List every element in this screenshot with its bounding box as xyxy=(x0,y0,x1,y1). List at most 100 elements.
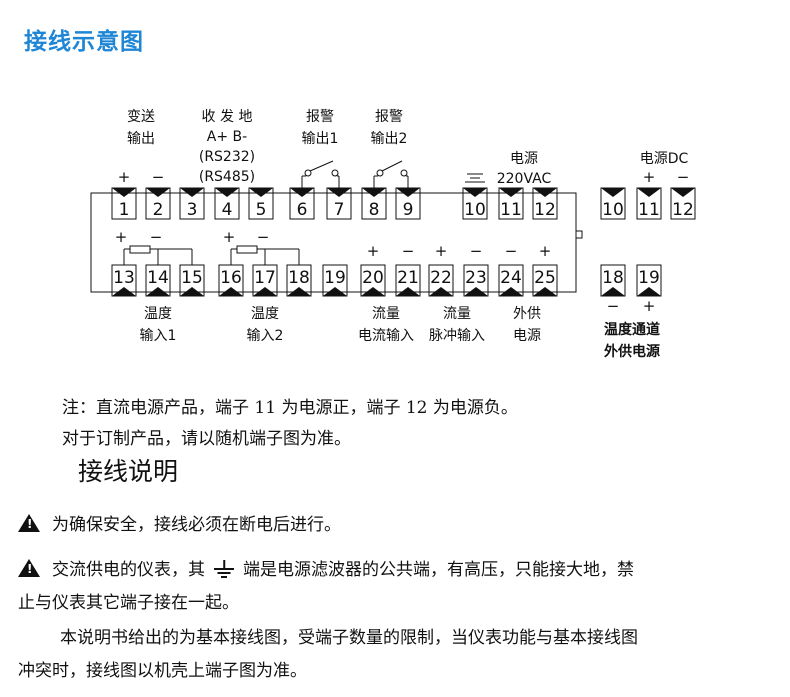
terminal-arrow xyxy=(499,188,523,197)
terminal-number: 18 xyxy=(602,268,624,288)
terminal-number: 24 xyxy=(500,268,522,288)
wiring-lines xyxy=(123,160,409,265)
label-line: 收 发 地 xyxy=(202,109,253,125)
terminal-number: 19 xyxy=(324,268,346,288)
terminal-arrow xyxy=(429,287,453,296)
terminal-2: 2 xyxy=(145,187,171,220)
terminal-number: 11 xyxy=(638,200,660,220)
resistor-icon xyxy=(129,245,151,254)
polarity-sign-r19: + xyxy=(643,297,656,315)
warning-1: 为确保安全，接线必须在断电后进行。 xyxy=(18,510,341,535)
terminal-13: 13 xyxy=(111,264,137,297)
terminal-arrow xyxy=(464,287,488,296)
terminal-number: 21 xyxy=(397,268,419,288)
terminal-21: 21 xyxy=(395,264,421,297)
polarity-sign-t20: + xyxy=(367,242,380,260)
ground-icon xyxy=(213,560,235,578)
label-comm: 收 发 地A+ B-(RS232)(RS485) xyxy=(199,109,255,185)
terminal-arrow xyxy=(180,188,204,197)
terminal-number: 16 xyxy=(220,268,242,288)
polarity-sign-t21: − xyxy=(402,242,415,260)
label-line: 外供 xyxy=(513,306,541,322)
terminal-box xyxy=(498,187,524,220)
terminal-16: 16 xyxy=(218,264,244,297)
label-line: 输入1 xyxy=(140,328,177,344)
rtd-wiring-2 xyxy=(230,245,300,265)
terminal-arrow xyxy=(253,287,277,296)
terminal-4: 4 xyxy=(214,187,240,220)
polarity-sign-t14: − xyxy=(150,228,163,246)
polarity-sign-t16: + xyxy=(223,228,236,246)
terminal-arrow xyxy=(396,188,420,197)
label-line: 输出1 xyxy=(302,131,339,147)
relay-alarm-1 xyxy=(301,160,340,188)
earth-icon xyxy=(465,173,485,183)
polarity-sign-t24: − xyxy=(505,242,518,260)
polarity-sign-t25: + xyxy=(539,242,552,260)
polarity-sign-t22: + xyxy=(435,242,448,260)
terminal-arrow xyxy=(146,287,170,296)
label-line: 脉冲输入 xyxy=(429,328,485,344)
label-power-dc: 电源DC xyxy=(640,151,689,167)
terminal-number: 3 xyxy=(187,200,198,220)
label-line: 输出 xyxy=(127,131,155,147)
terminal-number: 23 xyxy=(465,268,487,288)
terminal-dc-12: 12 xyxy=(670,187,696,220)
relay-alarm-2 xyxy=(373,160,409,188)
terminal-17: 17 xyxy=(252,264,278,297)
terminal-right-18: 18 xyxy=(600,264,626,297)
terminal-25: 25 xyxy=(532,264,558,297)
terminal-box xyxy=(145,187,171,220)
label-line: 变送 xyxy=(127,109,155,125)
label-line: 220VAC xyxy=(497,171,552,187)
terminal-box xyxy=(462,187,488,220)
terminal-arrow xyxy=(287,287,311,296)
terminal-arrow xyxy=(112,188,136,197)
label-line: 流量 xyxy=(443,306,471,322)
label-line: 外供电源 xyxy=(604,343,660,360)
rtd-wiring-1 xyxy=(123,245,193,265)
terminal-arrow xyxy=(637,287,661,296)
polarity-sign-dc11: + xyxy=(643,168,656,186)
terminal-arrow xyxy=(249,188,273,197)
warning-1-text: 为确保安全，接线必须在断电后进行。 xyxy=(52,515,341,535)
relay-contact xyxy=(376,169,384,177)
terminal-number: 18 xyxy=(288,268,310,288)
terminal-box xyxy=(600,187,626,220)
terminal-number: 7 xyxy=(334,200,345,220)
terminal-18: 18 xyxy=(286,264,312,297)
terminal-11: 11 xyxy=(498,187,524,220)
terminal-number: 20 xyxy=(362,268,384,288)
terminal-arrow xyxy=(601,188,625,197)
note-line-2: 对于订制产品，请以随机端子图为准。 xyxy=(62,429,351,449)
warning-icon xyxy=(18,559,40,577)
terminal-19: 19 xyxy=(322,264,348,297)
terminal-box xyxy=(214,187,240,220)
terminal-10: 10 xyxy=(462,187,488,220)
terminal-arrow xyxy=(396,287,420,296)
terminal-box xyxy=(532,187,558,220)
terminal-number: 10 xyxy=(464,200,486,220)
terminal-5: 5 xyxy=(248,187,274,220)
label-line: 电源DC xyxy=(640,151,689,167)
terminal-number: 4 xyxy=(222,200,233,220)
label-line: A+ B- xyxy=(207,129,247,145)
terminal-24: 24 xyxy=(498,264,524,297)
paragraph-line-2: 冲突时，接线图以机壳上端子图为准。 xyxy=(18,661,307,681)
terminal-arrow xyxy=(323,287,347,296)
terminal-14: 14 xyxy=(145,264,171,297)
terminal-arrow xyxy=(362,188,386,197)
label-line: 电源 xyxy=(513,328,541,344)
terminal-3: 3 xyxy=(179,187,205,220)
terminal-arrow xyxy=(215,188,239,197)
terminal-15: 15 xyxy=(179,264,205,297)
terminal-12: 12 xyxy=(532,187,558,220)
label-line: 报警 xyxy=(375,109,403,125)
